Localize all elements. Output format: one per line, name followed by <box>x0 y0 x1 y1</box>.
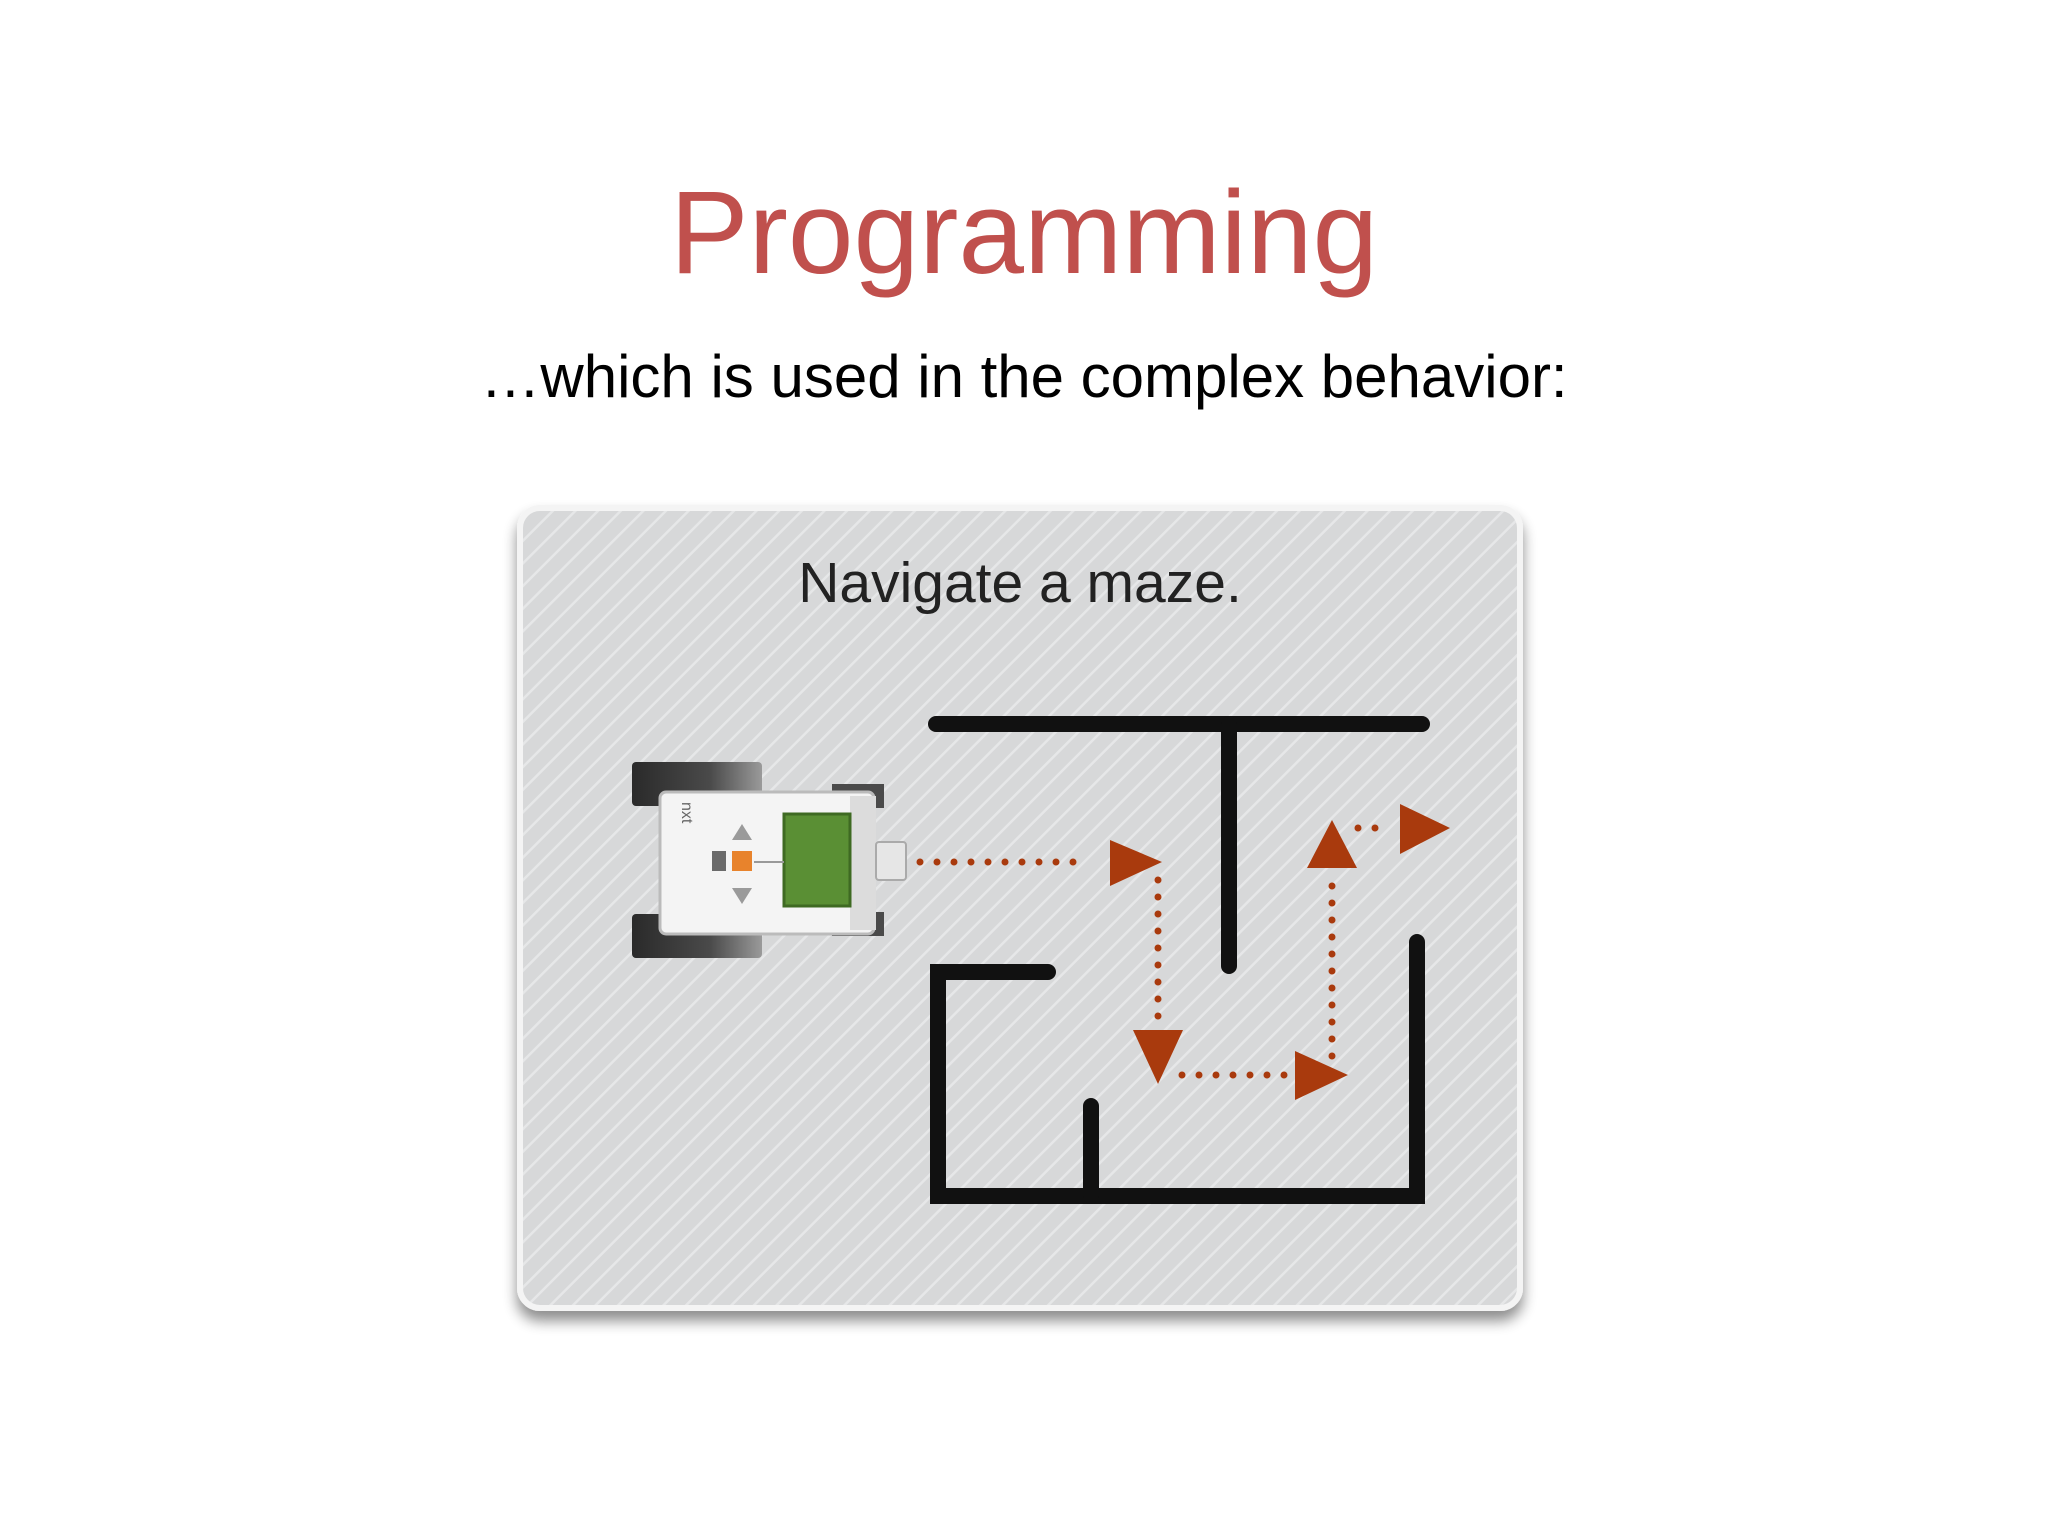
direction-arrows <box>1110 804 1450 1100</box>
diagram-panel <box>517 505 1523 1311</box>
arrow-right-icon <box>1400 804 1450 854</box>
arrow-down-icon <box>1133 1030 1183 1084</box>
robot-path <box>916 824 1384 1079</box>
arrow-right-icon <box>1110 840 1162 886</box>
arrow-right-icon <box>1295 1051 1348 1100</box>
nxt-robot-icon: nxt <box>632 762 907 958</box>
diagram-caption: Navigate a maze. <box>798 551 1242 615</box>
slide-subtitle: …which is used in the complex behavior: <box>480 343 1568 410</box>
slide-title: Programming <box>669 167 1379 299</box>
maze-diagram: Navigate a maze. <box>500 494 1540 1354</box>
maze-walls <box>928 716 1430 1204</box>
arrow-up-icon <box>1307 820 1357 868</box>
maze-wall-bottom-enclosure <box>930 934 1425 1204</box>
robot-label: nxt <box>678 802 695 824</box>
maze-diagram-svg: Navigate a maze. <box>517 505 1523 1311</box>
